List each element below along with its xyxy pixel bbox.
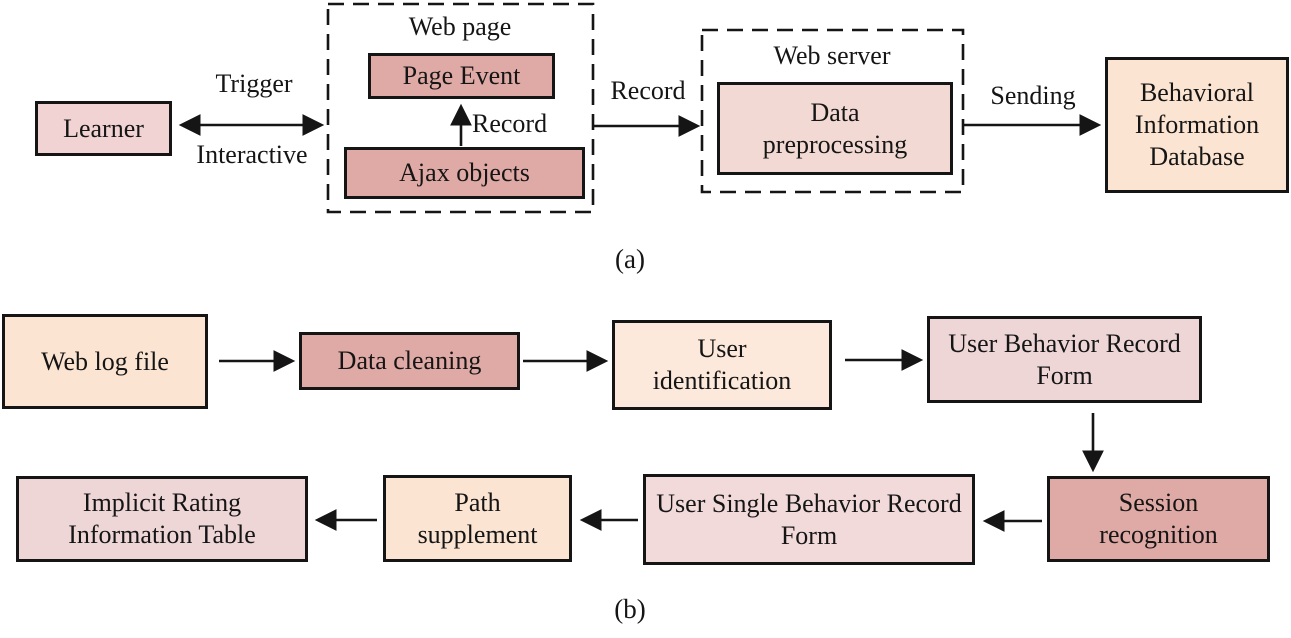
node-path-supplement-label: Path supplement [417, 487, 538, 549]
edge-label-interactive: Interactive [196, 140, 308, 169]
node-data-preprocessing-label: Data preprocessing [762, 97, 908, 159]
node-ajax-objects: Ajax objects [344, 147, 585, 199]
node-data-cleaning: Data cleaning [299, 332, 520, 390]
node-path-supplement: Path supplement [383, 475, 572, 562]
node-user-identification: User identification [612, 320, 832, 410]
node-web-log-file: Web log file [2, 314, 208, 409]
node-user-single-behavior-record-form: User Single Behavior Record Form [643, 474, 975, 565]
edge-label-record-outer: Record [610, 76, 686, 105]
node-session-recognition: Session recognition [1047, 476, 1270, 562]
edge-label-sending: Sending [990, 81, 1076, 110]
web-server-container-title: Web server [773, 41, 891, 70]
node-user-identification-label: User identification [652, 334, 792, 395]
caption-a: (a) [615, 244, 645, 274]
node-page-event: Page Event [368, 53, 555, 99]
edge-label-trigger: Trigger [215, 69, 293, 98]
node-learner: Learner [35, 101, 172, 156]
node-session-recognition-label: Session recognition [1099, 488, 1218, 549]
node-data-preprocessing: Data preprocessing [717, 82, 953, 175]
caption-b: (b) [614, 594, 646, 624]
edge-label-record-inner: Record [472, 109, 548, 138]
web-server-dashed-container [700, 28, 965, 194]
web-page-container-title: Web page [408, 12, 512, 41]
node-user-behavior-record-form: User Behavior Record Form [927, 316, 1202, 403]
node-behavioral-information-database: Behavioral Information Database [1105, 57, 1289, 193]
node-implicit-rating-information-table: Implicit Rating Information Table [16, 476, 308, 562]
web-page-dashed-container [326, 2, 595, 214]
